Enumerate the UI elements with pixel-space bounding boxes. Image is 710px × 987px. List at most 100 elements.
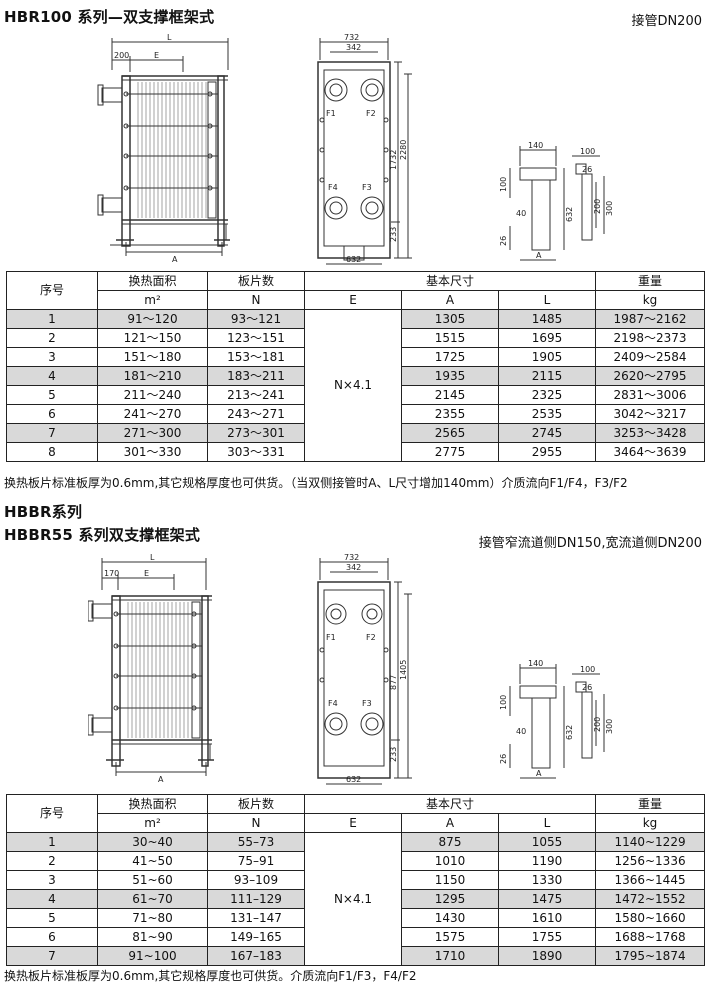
cell-no: 5 (6, 385, 98, 405)
header-A: A (401, 290, 499, 310)
side-view-drawing-2: L 170 E A (88, 550, 238, 785)
cell-area: 271～300 (97, 423, 208, 443)
port-label-F1: F1 (326, 633, 336, 642)
table-row: 5 211～240 213～241 2145 2325 2831～3006 (6, 385, 706, 405)
port-label-F4: F4 (328, 699, 338, 708)
dim-label-140: 140 (528, 142, 543, 150)
cell-E: N×4.1 (304, 309, 402, 462)
table-row: 6 241～270 243～271 2355 2535 3042～3217 (6, 404, 706, 424)
cell-A: 1430 (401, 908, 499, 928)
table-row: 2 121～150 123～151 1515 1695 2198～2373 (6, 328, 706, 348)
dim-label-E: E (144, 569, 149, 578)
dim-label-342: 342 (346, 43, 361, 52)
cell-no: 6 (6, 927, 98, 947)
cell-no: 1 (6, 309, 98, 329)
cell-area: 81~90 (97, 927, 208, 947)
header-plates-unit: N (207, 813, 305, 833)
cell-no: 6 (6, 404, 98, 424)
header-L: L (497, 813, 597, 833)
cell-weight: 1140~1229 (595, 832, 706, 852)
cell-A: 2565 (401, 423, 499, 443)
cell-L: 2535 (497, 404, 597, 424)
table-row: 3 151～180 153～181 1725 1905 2409～2584 (6, 347, 706, 367)
cell-A: 2145 (401, 385, 499, 405)
cell-A: 1150 (401, 870, 499, 890)
cell-plates: 273～301 (207, 423, 305, 443)
cell-A: 2355 (401, 404, 499, 424)
cell-no: 2 (6, 851, 98, 871)
header-weight-unit: kg (595, 813, 706, 833)
cell-A: 1575 (401, 927, 499, 947)
cell-area: 91～120 (97, 309, 208, 329)
cell-weight: 3253～3428 (595, 423, 706, 443)
header-A: A (401, 813, 499, 833)
cell-area: 61~70 (97, 889, 208, 909)
dim-label-200b: 200 (593, 199, 602, 214)
port-label-F3: F3 (362, 699, 372, 708)
header-weight: 重量 (595, 794, 706, 814)
dim-label-300: 300 (605, 201, 614, 216)
dim-label-1732: 1732 (389, 150, 398, 170)
cell-weight: 1366~1445 (595, 870, 706, 890)
cell-A: 1305 (401, 309, 499, 329)
header-basic: 基本尺寸 (303, 794, 597, 814)
cell-A: 1515 (401, 328, 499, 348)
header-plates: 板片数 (207, 794, 305, 814)
section1-title: HBR100 系列—双支撑框架式 (4, 8, 215, 26)
port-label-F4: F4 (328, 183, 338, 192)
cell-A: 1010 (401, 851, 499, 871)
cell-A: 1295 (401, 889, 499, 909)
cell-A: 1935 (401, 366, 499, 386)
dim-label-200b: 200 (593, 717, 602, 732)
cell-weight: 2620～2795 (595, 366, 706, 386)
dim-label-40: 40 (516, 209, 526, 218)
table-row: 8 301～330 303～331 2775 2955 3464～3639 (6, 442, 706, 462)
dim-label-233: 233 (389, 747, 398, 762)
table-row: 5 71~80 131–147 1430 1610 1580~1660 (6, 908, 706, 928)
cell-weight: 1580~1660 (595, 908, 706, 928)
cell-L: 1905 (497, 347, 597, 367)
cell-weight: 1688~1768 (595, 927, 706, 947)
section2-title: HBBR55 系列双支撑框架式 (4, 526, 201, 544)
dim-label-140: 140 (528, 660, 543, 668)
table-row: 1 91～120 93～121 N×4.1 1305 1485 1987～216… (6, 309, 706, 462)
cell-no: 2 (6, 328, 98, 348)
header-E: E (304, 813, 402, 833)
cell-L: 1755 (497, 927, 597, 947)
cell-L: 1330 (497, 870, 597, 890)
header-area: 换热面积 (97, 271, 208, 291)
cell-plates: 111–129 (207, 889, 305, 909)
header-E: E (304, 290, 402, 310)
cell-plates: 75–91 (207, 851, 305, 871)
cell-L: 1485 (497, 309, 597, 329)
cell-plates: 213～241 (207, 385, 305, 405)
dim-label-40: 40 (516, 727, 526, 736)
section2-connection: 接管窄流道侧DN150,宽流道侧DN200 (478, 536, 702, 551)
spec-table-1: 序号 换热面积 板片数 基本尺寸 重量 m² N E A L kg 1 91～1… (6, 271, 706, 462)
spec-table-2: 序号 换热面积 板片数 基本尺寸 重量 m² N E A L kg 1 30~4… (6, 794, 706, 966)
dim-label-200: 200 (114, 51, 129, 60)
cell-area: 211～240 (97, 385, 208, 405)
section2-note: 换热板片标准板厚为0.6mm,其它规格厚度也可供货。介质流向F1/F3，F4/F… (4, 969, 417, 983)
dim-label-A: A (158, 775, 164, 784)
cell-no: 4 (6, 366, 98, 386)
header-plates-unit: N (207, 290, 305, 310)
cell-L: 1695 (497, 328, 597, 348)
dim-label-300: 300 (605, 719, 614, 734)
cell-no: 7 (6, 946, 98, 966)
cell-plates: 167–183 (207, 946, 305, 966)
dim-label-1405: 1405 (399, 660, 408, 680)
cell-plates: 149–165 (207, 927, 305, 947)
port-label-F2: F2 (366, 633, 376, 642)
cell-weight: 1987～2162 (595, 309, 706, 329)
dim-label-A2: A (536, 251, 542, 260)
cell-no: 5 (6, 908, 98, 928)
cell-area: 71~80 (97, 908, 208, 928)
cell-L: 2955 (497, 442, 597, 462)
dim-label-100b: 100 (499, 695, 508, 710)
side-view-drawing-1: L 200 E A (88, 30, 258, 265)
section2-series: HBBR系列 (4, 503, 83, 521)
cell-area: 151～180 (97, 347, 208, 367)
dim-label-A2: A (536, 769, 542, 778)
dim-label-26: 26 (582, 165, 592, 174)
